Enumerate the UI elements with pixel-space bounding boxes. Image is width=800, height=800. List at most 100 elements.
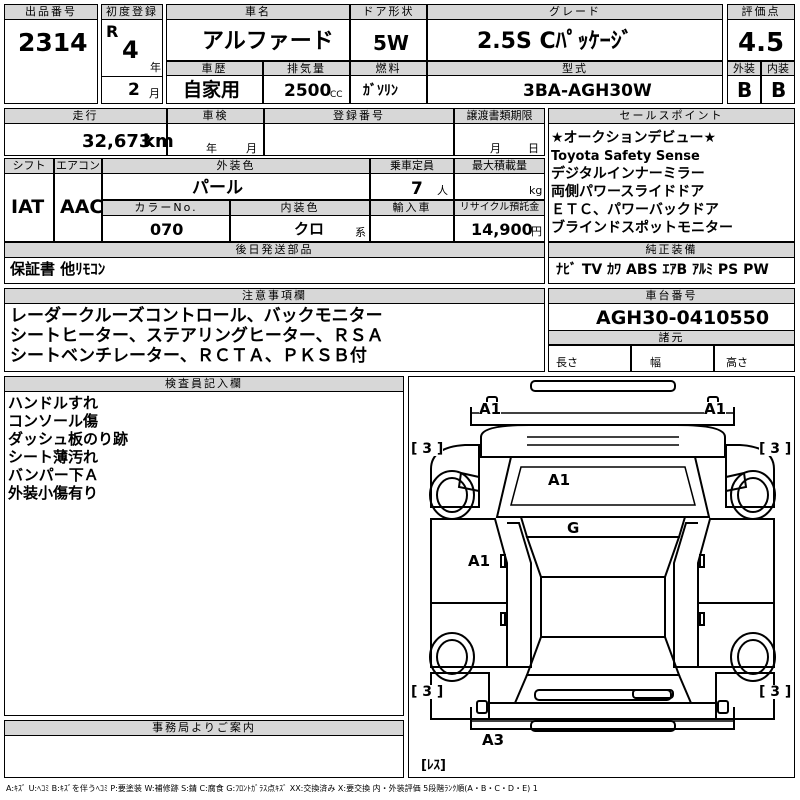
inspector-label: 検査員記入欄	[4, 376, 404, 392]
lot-label: 出品番号	[4, 4, 98, 20]
dims-height-label: 高さ	[726, 356, 748, 369]
plate-label: 登録番号	[264, 108, 454, 124]
recycle-label: リサイクル預託金	[454, 200, 545, 216]
displacement: 2500	[284, 81, 332, 101]
score-label: 評価点	[727, 4, 795, 20]
dims-width-cell	[631, 345, 714, 372]
model: 3BA-AGH30W	[523, 81, 652, 101]
sales-point: 両側パワースライドドア	[551, 184, 705, 200]
sales-point: ★オークションデビュー★	[551, 130, 717, 146]
color-label: 外装色	[102, 158, 370, 174]
reg-year-unit: 年	[150, 61, 161, 74]
later-parts: 保証書 他ﾘﾓｺﾝ	[10, 260, 106, 278]
capacity-label: 乗車定員	[370, 158, 454, 174]
reg-month-cell	[101, 76, 163, 104]
equipment: ﾅﾋﾞ TV ｶﾜ ABS ｴｱB ｱﾙﾐ PS PW	[556, 262, 769, 278]
grade-label: グレード	[427, 4, 723, 20]
load-label: 最大積載量	[454, 158, 545, 174]
sales-point: デジタルインナーミラー	[551, 166, 705, 182]
door-label: ドア形状	[350, 4, 427, 20]
ac-label: エアコン	[54, 158, 102, 174]
inspect-label: 車検	[167, 108, 264, 124]
ext-grade: B	[737, 78, 753, 102]
recycle-unit: 円	[531, 225, 542, 238]
dims-height-cell	[714, 345, 795, 372]
damage-mark-left-side: A1	[468, 552, 491, 570]
tire-bracket-rear-right: [ 3 ]	[759, 684, 792, 700]
color-no: 070	[150, 220, 184, 239]
legend: A:ｷｽﾞ U:ﾍｺﾐ B:ｷｽﾞを伴うﾍｺﾐ P:要塗装 W:補修跡 S:錆 …	[6, 784, 538, 793]
transfer-label: 譲渡書類期限	[454, 108, 545, 124]
reg-era: R	[106, 22, 119, 41]
sales-points-label: セールスポイント	[548, 108, 795, 124]
damage-mark-front-right: A1	[704, 400, 727, 418]
dims-length-cell	[548, 345, 631, 372]
sales-point: ＥＴＣ、パワーバックドア	[551, 202, 719, 218]
chassis-number: AGH30-0410550	[596, 307, 770, 329]
chassis-label: 車台番号	[548, 288, 795, 304]
tire-bracket-front-left: [ 3 ]	[411, 441, 444, 457]
color: パール	[192, 178, 243, 198]
note-line: シートヒーター、ステアリングヒーター、ＲＳＡ	[10, 326, 384, 346]
damage-mark-roof: G	[567, 519, 580, 537]
transfer-day-unit: 日	[528, 142, 539, 155]
car-diagram: A1 A1 A1 G A1 A3 [ 3 ] [ 3 ] [ 3 ] [ 3 ]…	[408, 376, 795, 778]
inspector-line: ハンドルすれ	[8, 394, 99, 412]
disp-unit: CC	[330, 90, 343, 100]
ext-grade-label: 外装	[727, 61, 761, 76]
capacity: 7	[411, 179, 423, 199]
inspector-line: バンパー下Ａ	[8, 466, 99, 484]
later-parts-label: 後日発送部品	[4, 242, 545, 258]
first-reg-label: 初度登録	[101, 4, 163, 20]
int-grade-label: 内装	[761, 61, 795, 76]
int-color-suffix: 系	[355, 226, 366, 239]
dims-width-label: 幅	[650, 356, 661, 369]
car-name-label: 車名	[166, 4, 350, 20]
history: 自家用	[183, 79, 241, 101]
transfer-month-unit: 月	[490, 142, 501, 155]
tire-bracket-front-right: [ 3 ]	[759, 441, 792, 457]
inspector-line: ダッシュ板のり跡	[8, 430, 129, 448]
equipment-label: 純正装備	[548, 242, 795, 258]
disp-label: 排気量	[263, 61, 350, 76]
sales-point: Toyota Safety Sense	[551, 149, 700, 164]
capacity-unit: 人	[437, 184, 448, 197]
int-color-label: 内装色	[230, 200, 370, 216]
office-label: 事務局よりご案内	[4, 720, 404, 736]
inspector-line: コンソール傷	[8, 412, 99, 430]
inspector-line: シート薄汚れ	[8, 448, 99, 466]
int-color: クロ	[294, 220, 325, 238]
grade: 2.5S Cﾊﾟｯｹｰｼﾞ	[477, 29, 633, 54]
mileage-unit: km	[143, 131, 174, 152]
car-outline	[429, 380, 776, 732]
lot-number: 2314	[18, 28, 88, 57]
shift: IAT	[11, 196, 45, 218]
note-line: レーダークルーズコントロール、バックモニター	[10, 306, 383, 326]
mileage: 32,673	[82, 131, 152, 152]
tire-bracket-rear-bottom: [ﾚｽ]	[421, 758, 446, 773]
reg-month-unit: 月	[149, 87, 160, 100]
fuel: ｶﾞｿﾘﾝ	[363, 83, 398, 99]
score: 4.5	[738, 28, 785, 58]
model-label: 型式	[427, 61, 723, 76]
note-line: シートベンチレーター、ＲＣＴＡ、ＰＫＳＢ付	[10, 346, 367, 366]
sales-point: ブラインドスポットモニター	[551, 220, 733, 236]
notes-label: 注意事項欄	[4, 288, 545, 304]
reg-year: 4	[122, 36, 139, 64]
inspect-year-unit: 年	[206, 142, 217, 155]
damage-mark-front-left: A1	[479, 400, 502, 418]
tire-bracket-rear-left: [ 3 ]	[411, 684, 444, 700]
door-type: 5W	[373, 31, 409, 55]
shift-label: シフト	[4, 158, 54, 174]
damage-mark-windshield: A1	[548, 471, 571, 489]
dims-length-label: 長さ	[556, 356, 578, 369]
color-no-label: カラーNo.	[102, 200, 230, 216]
mileage-label: 走行	[4, 108, 167, 124]
load-unit: kg	[529, 184, 543, 197]
int-grade: B	[771, 78, 787, 102]
dims-label: 諸元	[548, 330, 795, 345]
reg-month: 2	[128, 80, 140, 100]
car-name: アルファード	[202, 29, 334, 54]
history-label: 車歴	[166, 61, 263, 76]
recycle-fee: 14,900	[471, 220, 533, 239]
